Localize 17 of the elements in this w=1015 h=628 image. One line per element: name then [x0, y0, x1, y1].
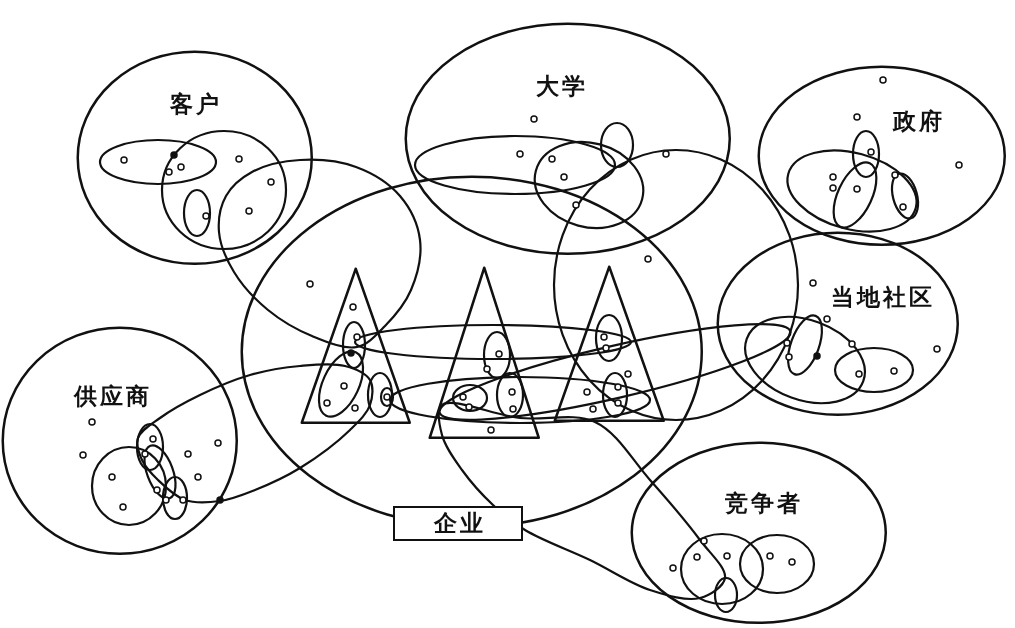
group-label: 当地社区 — [829, 284, 935, 310]
unit-triangle — [300, 267, 412, 425]
group-label: 竞争者 — [723, 490, 803, 516]
group-ellipse — [404, 22, 732, 256]
group-ellipse — [1, 326, 239, 556]
group-label: 大学 — [534, 73, 588, 99]
group-label: 政府 — [891, 108, 945, 134]
group-ellipse — [630, 441, 888, 625]
group-ellipse — [757, 65, 1007, 247]
unit-triangle — [428, 266, 541, 440]
group-ellipse — [240, 175, 704, 541]
name-tag: 企业 — [393, 506, 523, 541]
group-ellipse — [716, 231, 960, 417]
unit-triangle — [553, 265, 666, 423]
group-label: 供应商 — [72, 383, 152, 409]
group-ellipse — [76, 50, 314, 266]
group-label: 客户 — [168, 91, 222, 117]
